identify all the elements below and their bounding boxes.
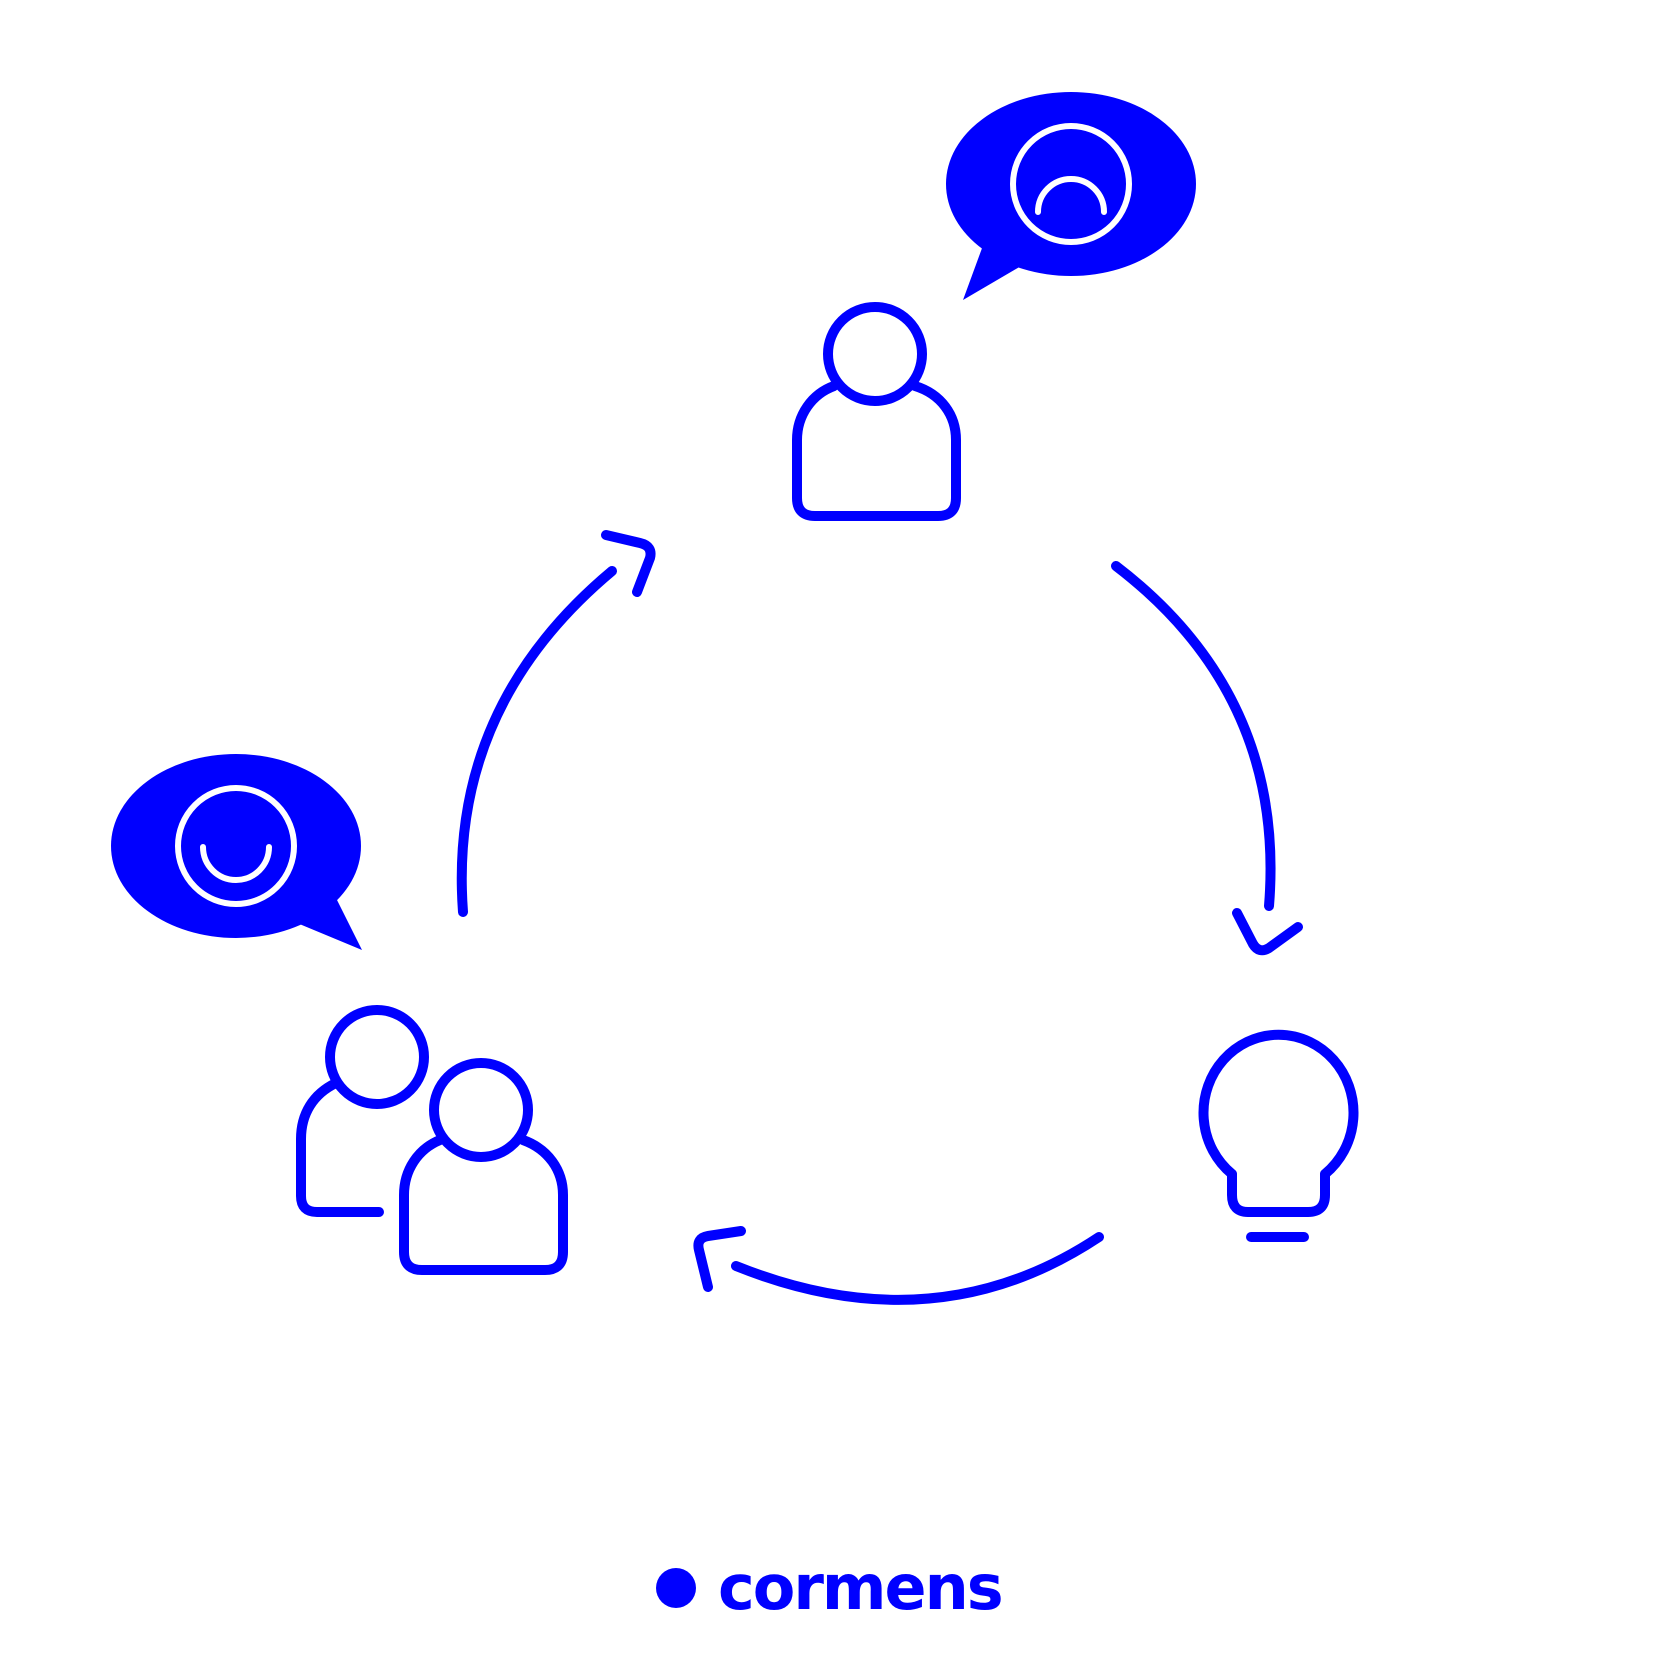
arrow-idea-to-group	[693, 1226, 1104, 1305]
sad-face-speech-bubble-icon	[946, 92, 1196, 300]
brand-name: cormens	[718, 1551, 1004, 1624]
brand-logo: cormens	[656, 1548, 1004, 1628]
lightbulb-icon	[1198, 1029, 1359, 1242]
brand-dot-icon	[656, 1568, 696, 1608]
arrow-person-to-idea	[1111, 561, 1303, 956]
person-icon	[792, 302, 961, 521]
arrow-group-to-person	[456, 530, 656, 917]
two-people-icon	[296, 1005, 568, 1275]
happy-face-speech-bubble-icon	[111, 754, 362, 950]
